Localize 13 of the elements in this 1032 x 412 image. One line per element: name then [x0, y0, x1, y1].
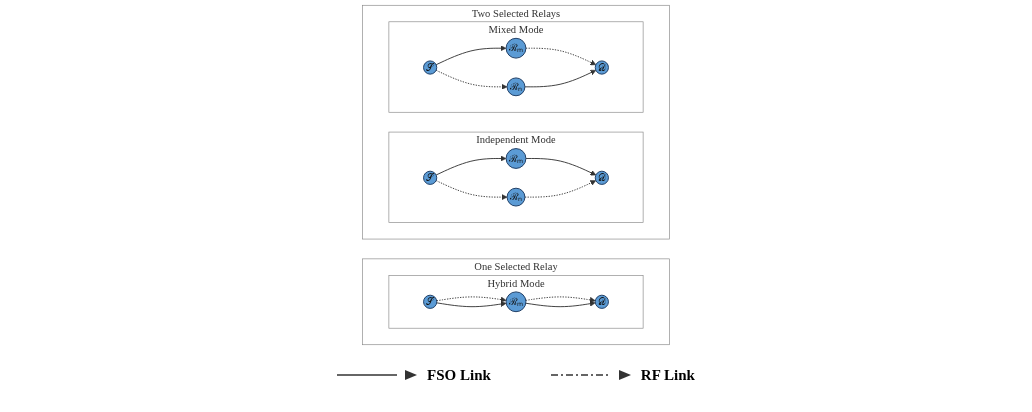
- legend-label: FSO Link: [427, 366, 491, 384]
- node-circle: 𝒮: [423, 60, 438, 75]
- node-circle: ℛₘ: [505, 291, 527, 313]
- node-circle: 𝒟: [594, 294, 609, 309]
- node-circle: ℛₘ: [505, 148, 527, 169]
- node-circle: 𝒟: [594, 170, 609, 185]
- node-circle: ℛₙ: [506, 77, 526, 97]
- node-circle: 𝒟: [594, 60, 609, 75]
- node-circle: ℛₘ: [505, 37, 527, 59]
- node-circle: 𝒮: [423, 294, 438, 309]
- node-circle: ℛₙ: [506, 187, 526, 207]
- node-circle: 𝒮: [423, 170, 438, 185]
- legend-label: RF Link: [640, 366, 695, 384]
